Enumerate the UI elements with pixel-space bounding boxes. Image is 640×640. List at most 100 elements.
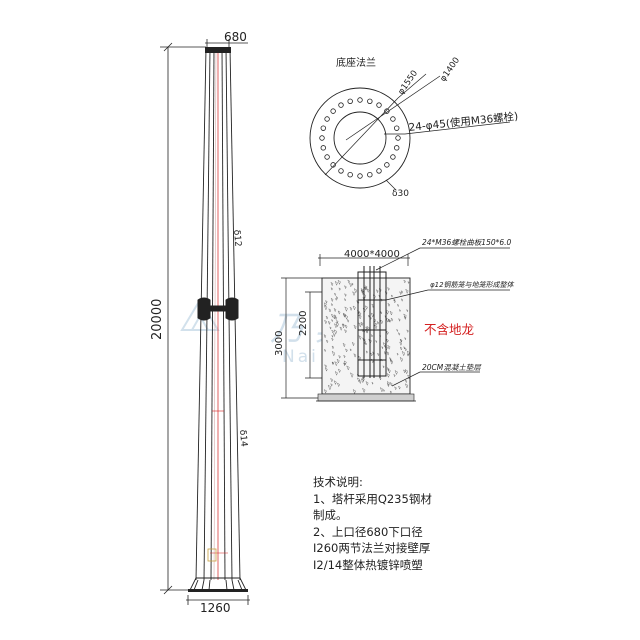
bolt-hole xyxy=(384,108,390,114)
concrete-aggregate xyxy=(365,350,368,354)
concrete-aggregate xyxy=(324,319,327,325)
concrete-aggregate xyxy=(333,307,337,313)
concrete-aggregate xyxy=(344,329,347,334)
bolt-hole xyxy=(384,162,390,168)
concrete-aggregate xyxy=(381,346,384,350)
foundation-bolt-label: 24*M36螺栓曲板150*6.0 xyxy=(422,238,512,247)
concrete-aggregate xyxy=(398,309,401,313)
concrete-aggregate xyxy=(337,279,341,285)
concrete-aggregate xyxy=(364,342,367,346)
concrete-aggregate xyxy=(365,381,369,386)
bolt-hole xyxy=(390,154,396,160)
concrete-aggregate xyxy=(330,383,333,387)
concrete-aggregate xyxy=(333,316,336,320)
bolt-hole xyxy=(330,162,336,168)
concrete-aggregate xyxy=(404,383,409,389)
concrete-aggregate xyxy=(398,385,401,390)
concrete-aggregate xyxy=(358,355,362,361)
concrete-aggregate xyxy=(344,285,347,290)
concrete-aggregate xyxy=(400,290,403,294)
flange-outer-diameter: φ1550 xyxy=(396,69,420,97)
technical-notes: 技术说明: 1、塔杆采用Q235钢材 制成。 2、上口径680下口径 I260两… xyxy=(313,474,513,573)
concrete-aggregate xyxy=(346,365,350,371)
concrete-aggregate xyxy=(331,334,334,338)
foundation-rebar-label: φ12钢筋笼与地笼形成整体 xyxy=(430,281,515,289)
concrete-aggregate xyxy=(358,379,362,385)
concrete-aggregate xyxy=(327,384,332,391)
bolt-hole xyxy=(330,108,336,114)
concrete-aggregate xyxy=(333,314,337,319)
concrete-aggregate xyxy=(342,313,346,318)
concrete-aggregate xyxy=(385,317,390,323)
concrete-aggregate xyxy=(339,326,343,331)
concrete-aggregate xyxy=(331,361,335,366)
concrete-aggregate xyxy=(351,282,354,286)
concrete-aggregate xyxy=(323,334,327,339)
concrete-aggregate xyxy=(342,323,345,327)
concrete-aggregate xyxy=(344,293,347,297)
concrete-aggregate xyxy=(330,281,334,287)
concrete-aggregate xyxy=(374,322,377,326)
pole-ticks xyxy=(210,410,228,554)
concrete-aggregate xyxy=(396,352,399,356)
concrete-aggregate xyxy=(374,324,378,330)
concrete-aggregate xyxy=(407,281,410,285)
concrete-aggregate xyxy=(382,389,385,393)
concrete-aggregate xyxy=(394,386,397,391)
concrete-aggregate xyxy=(329,326,332,330)
concrete-aggregate xyxy=(387,344,391,350)
concrete-aggregate xyxy=(332,333,336,338)
concrete-aggregate xyxy=(356,377,360,383)
concrete-aggregate xyxy=(399,356,403,363)
concrete-aggregate xyxy=(403,315,407,320)
concrete-aggregate xyxy=(405,288,409,294)
concrete-aggregate xyxy=(382,365,385,369)
concrete-aggregate xyxy=(347,279,350,284)
bolt-hole xyxy=(338,168,344,174)
concrete-aggregate xyxy=(330,297,334,303)
concrete-aggregate xyxy=(337,368,341,374)
concrete-aggregate xyxy=(397,303,400,308)
concrete-aggregate xyxy=(382,342,386,348)
pole-centerline xyxy=(213,47,219,581)
concrete-aggregate xyxy=(330,377,333,383)
concrete-aggregate xyxy=(393,298,396,302)
concrete-aggregate xyxy=(327,320,331,325)
concrete-aggregate xyxy=(344,314,348,320)
foundation-leaders xyxy=(375,247,510,387)
concrete-aggregate xyxy=(360,288,365,294)
concrete-aggregate xyxy=(334,280,338,286)
concrete-aggregate xyxy=(336,319,339,324)
bolt-hole xyxy=(390,116,396,122)
concrete-aggregate xyxy=(349,306,353,311)
concrete-aggregate xyxy=(389,310,393,316)
concrete-aggregate xyxy=(351,341,355,347)
concrete-aggregate xyxy=(390,358,393,363)
concrete-aggregate xyxy=(389,357,392,361)
concrete-aggregate xyxy=(371,303,375,309)
concrete-aggregate xyxy=(349,348,352,352)
bolt-hole xyxy=(394,145,400,151)
concrete-aggregate xyxy=(343,360,347,365)
concrete-aggregate xyxy=(328,308,332,313)
concrete-aggregate xyxy=(399,341,402,346)
bolt-hole xyxy=(376,102,382,108)
notes-line-4: I260两节法兰对接壁厚 xyxy=(313,541,431,555)
concrete-aggregate xyxy=(331,319,334,323)
concrete-aggregate xyxy=(337,382,340,388)
concrete-aggregate xyxy=(364,286,368,291)
concrete-aggregate xyxy=(352,291,356,296)
concrete-aggregate xyxy=(403,346,406,350)
top-diameter-dimension xyxy=(205,39,248,48)
concrete-aggregate xyxy=(362,376,365,380)
concrete-aggregate xyxy=(404,337,407,341)
concrete-aggregate xyxy=(333,380,337,385)
concrete-aggregate xyxy=(399,291,402,296)
concrete-aggregate xyxy=(325,315,329,320)
concrete-aggregate xyxy=(364,305,368,310)
pole-top-cap xyxy=(205,47,231,53)
concrete-aggregate xyxy=(353,324,357,330)
foundation-width: 4000*4000 xyxy=(344,249,400,260)
concrete-aggregate xyxy=(358,322,362,328)
bolt-hole xyxy=(320,145,326,151)
